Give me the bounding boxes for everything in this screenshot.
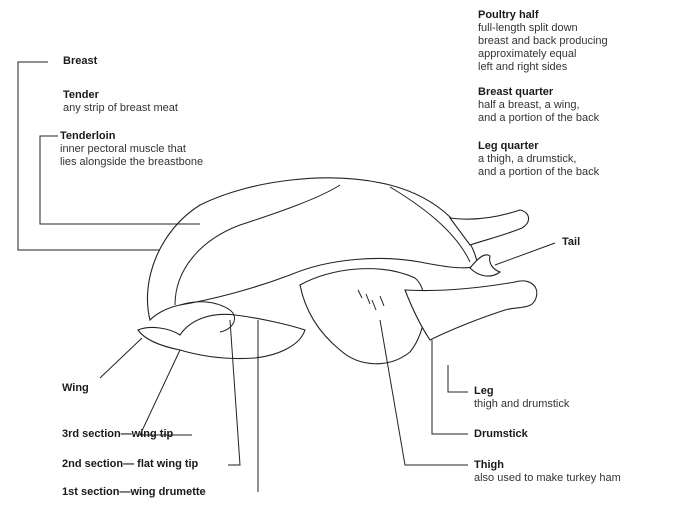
- drumstick-title: Drumstick: [474, 428, 528, 440]
- thigh-title: Thigh: [474, 459, 504, 471]
- tender-title: Tender: [63, 89, 99, 101]
- thigh-leader: [379, 319, 468, 466]
- back-piece: [448, 209, 530, 246]
- label-breast-quarter: Breast quarter half a breast, a wing, an…: [478, 86, 599, 125]
- poultry-half-title: Poultry half: [478, 9, 539, 21]
- leg-leader: [447, 365, 468, 393]
- tail-title: Tail: [562, 236, 581, 248]
- wing-joint: [179, 301, 235, 333]
- tenderloin-desc-2: lies alongside the breastbone: [60, 156, 204, 168]
- leg-title: Leg: [474, 385, 494, 397]
- breast-title: Breast: [63, 55, 98, 67]
- breast-leader: [17, 61, 160, 251]
- tenderloin-desc-1: inner pectoral muscle that: [60, 143, 186, 155]
- breast-quarter-desc-1: half a breast, a wing,: [478, 99, 580, 111]
- label-wing-3rd: 3rd section—wing tip: [62, 428, 173, 441]
- wing-shape: [137, 313, 306, 360]
- leg-quarter-desc-1: a thigh, a drumstick,: [478, 153, 577, 165]
- label-breast: Breast: [63, 55, 97, 68]
- drumstick-shape: [404, 280, 538, 341]
- tail-leader: [494, 242, 556, 266]
- wing-title: Wing: [62, 382, 89, 394]
- poultry-half-desc-4: left and right sides: [478, 61, 568, 73]
- label-leg: Leg thigh and drumstick: [474, 385, 569, 411]
- tenderloin-leader: [39, 135, 200, 225]
- label-leg-quarter: Leg quarter a thigh, a drumstick, and a …: [478, 140, 599, 179]
- label-wing: Wing: [62, 382, 89, 395]
- wing2-leader: [228, 319, 241, 466]
- label-drumstick: Drumstick: [474, 428, 528, 441]
- wing-3rd-title: 3rd section—wing tip: [62, 428, 174, 440]
- label-thigh: Thigh also used to make turkey ham: [474, 459, 621, 485]
- breast-quarter-title: Breast quarter: [478, 86, 554, 98]
- leg-quarter-title: Leg quarter: [478, 140, 539, 152]
- thigh-desc: also used to make turkey ham: [474, 472, 621, 484]
- wing-leader: [99, 337, 143, 379]
- wing-2nd-title: 2nd section— flat wing tip: [62, 458, 199, 470]
- label-poultry-half: Poultry half full-length split down brea…: [478, 9, 608, 74]
- tenderloin-title: Tenderloin: [60, 130, 116, 142]
- leg-desc: thigh and drumstick: [474, 398, 570, 410]
- tender-line: [174, 184, 341, 306]
- leg-quarter-desc-2: and a portion of the back: [478, 166, 600, 178]
- label-tender: Tender any strip of breast meat: [63, 89, 178, 115]
- poultry-half-desc-2: breast and back producing: [478, 35, 608, 47]
- label-tail: Tail: [562, 236, 580, 249]
- thigh-shape: [299, 268, 426, 365]
- poultry-half-desc-3: approximately equal: [478, 48, 577, 60]
- breast-quarter-desc-2: and a portion of the back: [478, 112, 600, 124]
- drumstick-leader: [431, 340, 468, 435]
- tender-desc: any strip of breast meat: [63, 102, 178, 114]
- label-wing-2nd: 2nd section— flat wing tip: [62, 458, 198, 471]
- label-tenderloin: Tenderloin inner pectoral muscle that li…: [60, 130, 203, 169]
- wing-1st-title: 1st section—wing drumette: [62, 486, 206, 498]
- tail-shape: [469, 254, 502, 277]
- poultry-half-desc-1: full-length split down: [478, 22, 578, 34]
- thigh-marks: [357, 289, 385, 311]
- wing3-leader: [139, 349, 192, 436]
- tenderloin-curve: [389, 186, 471, 263]
- label-wing-1st: 1st section—wing drumette: [62, 486, 206, 499]
